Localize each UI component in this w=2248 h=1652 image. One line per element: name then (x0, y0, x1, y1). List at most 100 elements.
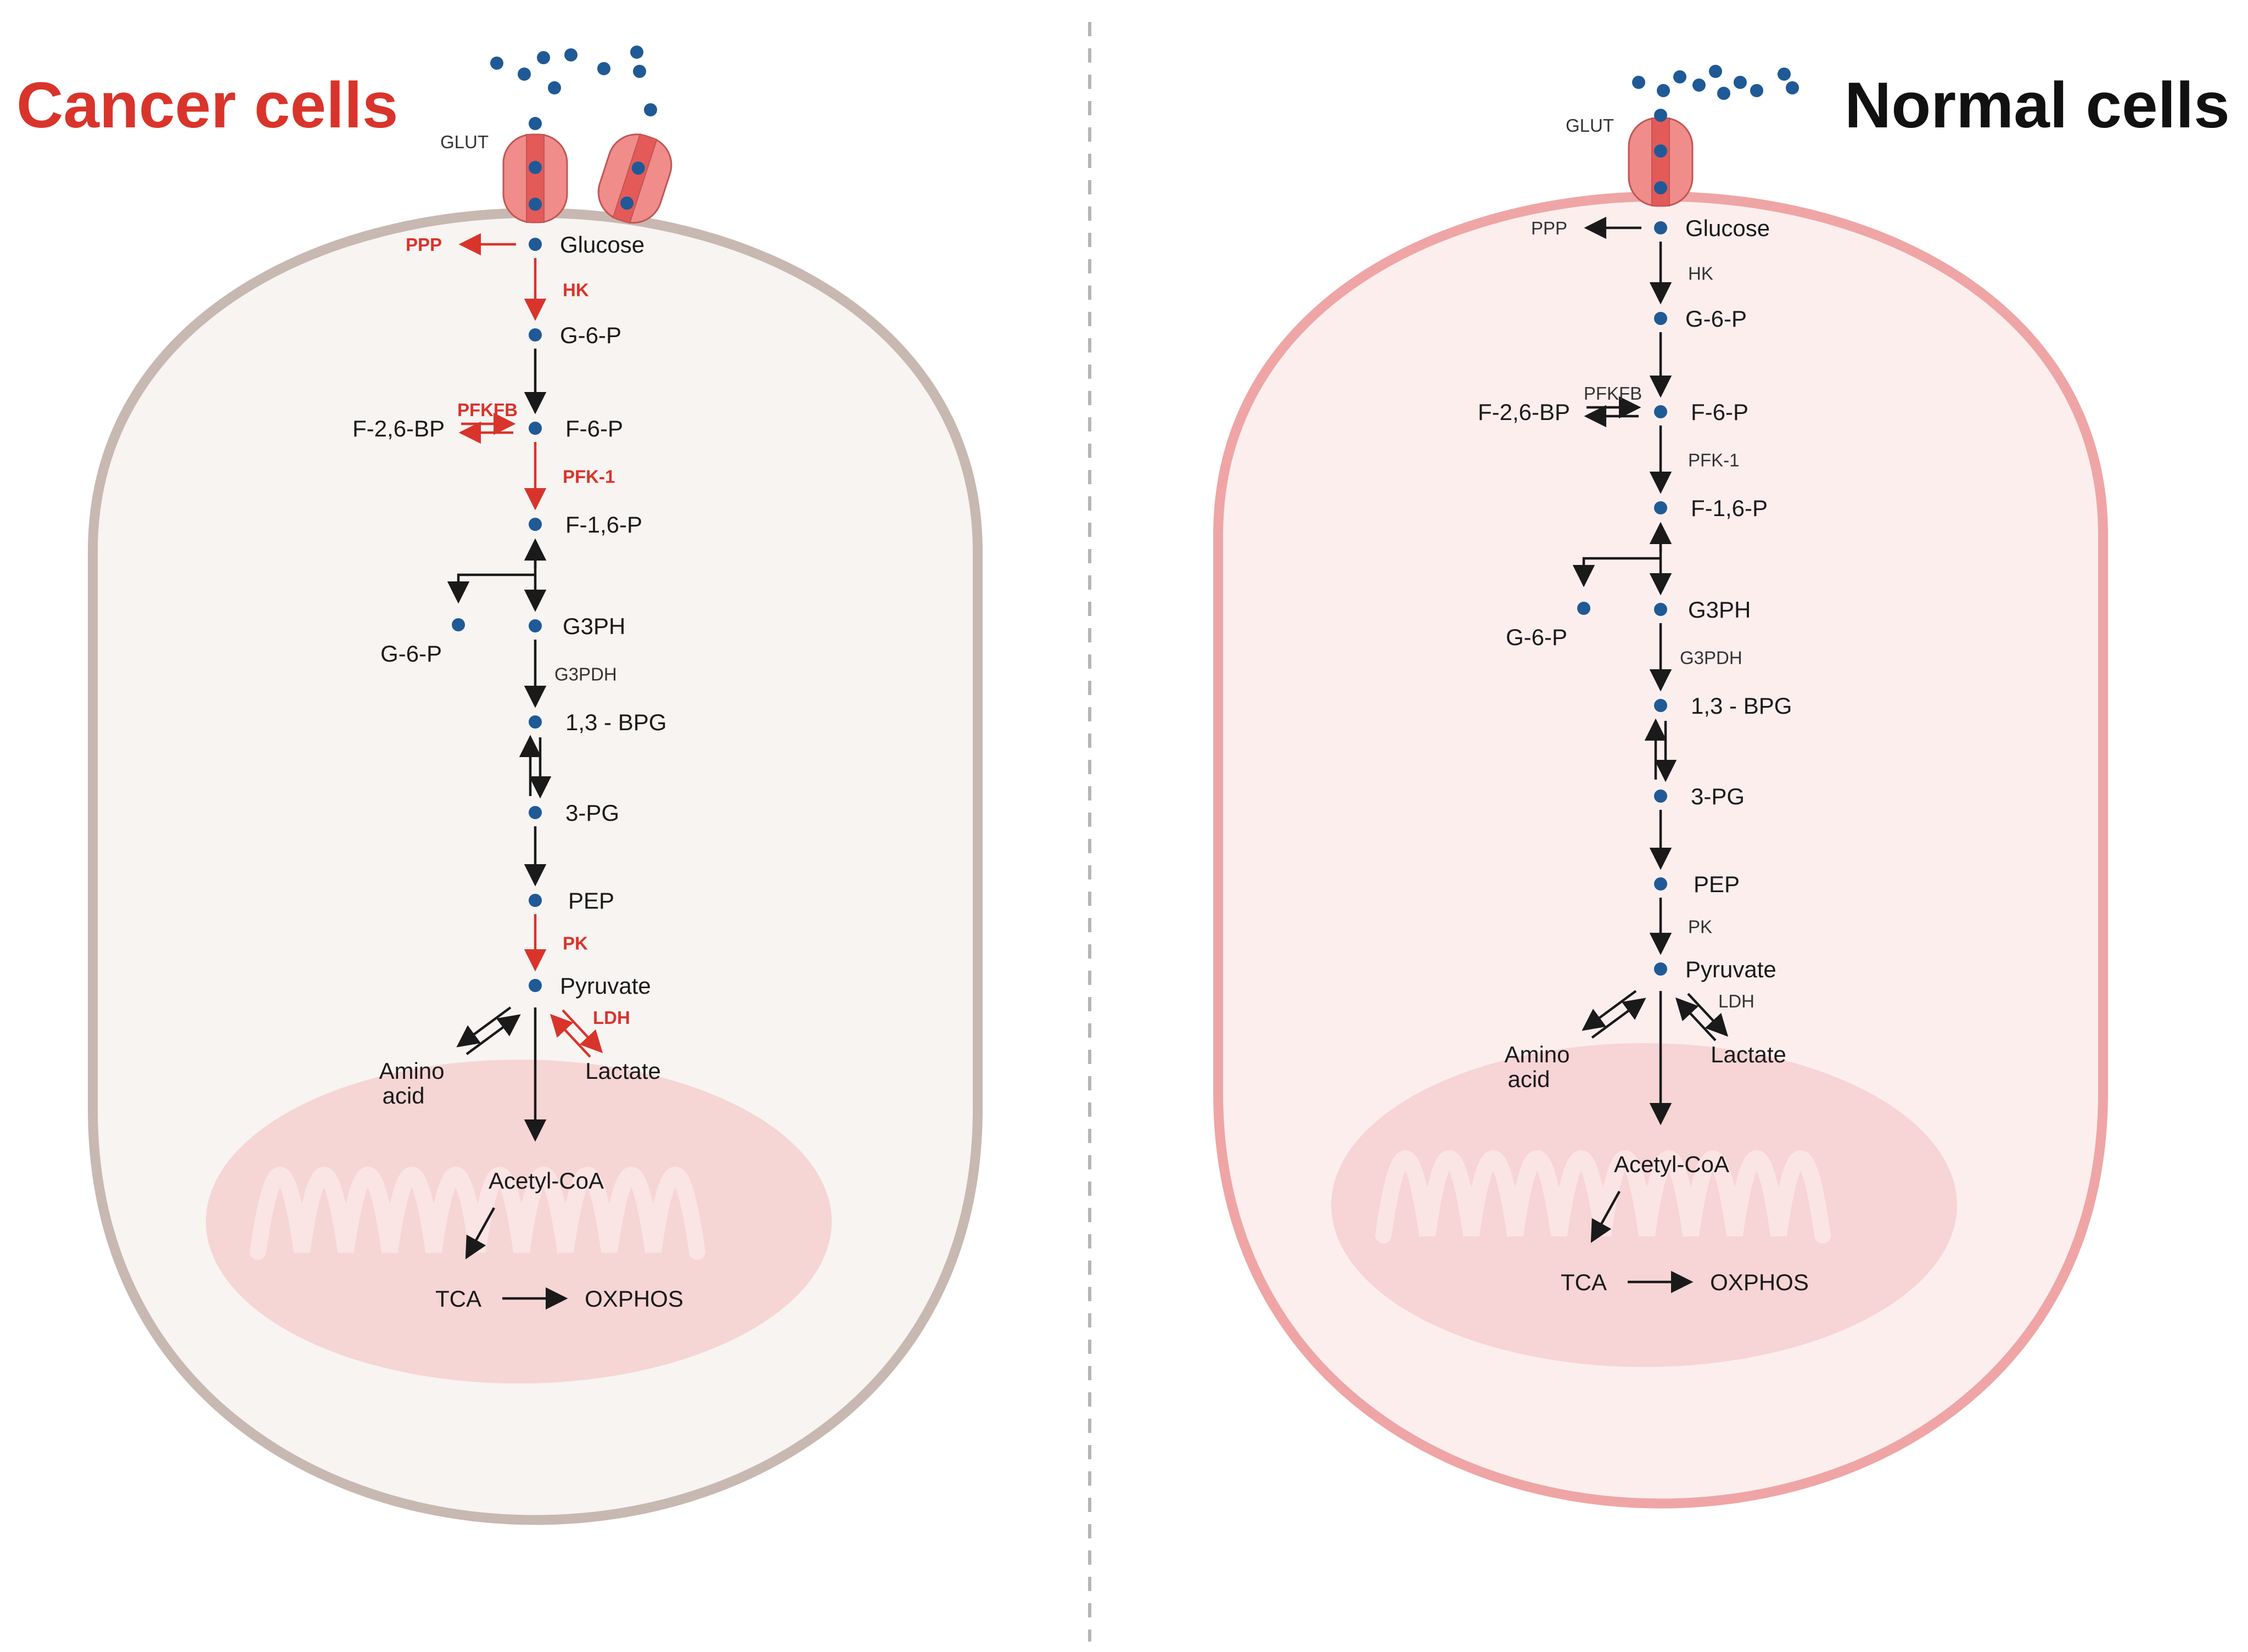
enzyme-pfkfb: PFKFB (1584, 383, 1642, 404)
arrow-acetyl-coa-to-tca (465, 1207, 495, 1259)
metabolite-pyruvate: Pyruvate (1685, 956, 1776, 982)
glut-label: GLUT (1566, 115, 1614, 136)
extracellular-glucose-dot (537, 51, 550, 64)
molecule-dot (529, 161, 542, 174)
molecule-dot (529, 518, 542, 531)
metabolite-g3ph: G3PH (563, 613, 625, 639)
extracellular-glucose-dot (564, 48, 578, 61)
enzyme-ldh: LDH (593, 1007, 630, 1028)
molecule-dot (529, 328, 542, 341)
molecule-dot (529, 422, 542, 435)
molecule-dot (529, 619, 542, 632)
molecule-dot (529, 806, 542, 819)
enzyme-pfk1: PFK-1 (563, 467, 615, 487)
molecule-dot (1654, 181, 1667, 194)
metabolite-3pg: 3-PG (1691, 783, 1745, 809)
metabolite-f16p: F-1,6-P (565, 512, 642, 537)
arrow-amino-acid-to-pyruvate (1591, 998, 1646, 1039)
molecule-dot (1577, 602, 1590, 615)
metabolite-oxphos: OXPHOS (585, 1286, 683, 1312)
enzyme-hk: HK (1688, 264, 1713, 284)
molecule-dot (529, 715, 542, 729)
panel-title: Normal cells (1845, 69, 2230, 142)
glut-label: GLUT (440, 132, 489, 152)
enzyme-pk: PK (563, 933, 588, 954)
metabolite-f16p: F-1,6-P (1691, 495, 1768, 521)
metabolite-tca: TCA (435, 1286, 481, 1312)
metabolite-acetyl-coa: Acetyl-CoA (1614, 1151, 1729, 1177)
arrow-branch-to-g6p (1572, 557, 1661, 587)
extracellular-glucose-dot (644, 103, 657, 116)
metabolite-g6p: G-6-P (1685, 306, 1747, 332)
extracellular-glucose-dot (597, 62, 610, 75)
glut-transporter-icon (597, 133, 672, 224)
molecule-dot (1654, 699, 1667, 712)
extracellular-glucose-dot (1709, 65, 1722, 78)
metabolite-3pg: 3-PG (565, 800, 619, 826)
molecule-dot (1654, 603, 1667, 616)
arrow-lactate-to-pyruvate (1675, 997, 1717, 1041)
extracellular-glucose-dot (1734, 76, 1747, 89)
enzyme-hk: HK (563, 280, 589, 300)
metabolite-acetyl-coa: Acetyl-CoA (489, 1168, 604, 1194)
metabolite-amino-acid: Amino (379, 1058, 444, 1084)
arrow-lactate-to-pyruvate (550, 1013, 591, 1058)
extracellular-glucose-dot (1692, 79, 1706, 92)
extracellular-glucose-dot (1786, 81, 1799, 94)
molecule-dot (1654, 962, 1667, 976)
pathway-ppp: PPP (406, 234, 442, 255)
arrow-branch-to-g6p (447, 573, 535, 604)
molecule-dot (529, 198, 542, 211)
metabolite-g6p: G-6-P (560, 322, 621, 348)
enzyme-pk: PK (1688, 917, 1712, 937)
extracellular-glucose-dot (1673, 70, 1686, 83)
metabolite-f6p: F-6-P (1691, 399, 1748, 425)
metabolite-tca: TCA (1561, 1269, 1607, 1295)
metabolite-g6p-branch: G-6-P (1506, 624, 1567, 650)
molecule-dot (529, 238, 542, 251)
metabolite-pep: PEP (568, 888, 614, 914)
extracellular-glucose-dot (633, 65, 646, 78)
extracellular-glucose-dot (1657, 84, 1670, 97)
arrow-pyruvate-to-amino-acid (1582, 990, 1637, 1031)
glut-transporter-icon (502, 133, 568, 223)
metabolite-f26bp: F-2,6-BP (352, 416, 445, 441)
metabolite-g3ph: G3PH (1688, 597, 1751, 623)
molecule-dot (1654, 877, 1667, 891)
arrow-pyruvate-to-amino-acid (456, 1006, 512, 1048)
metabolite-glucose: Glucose (560, 232, 644, 257)
metabolite-amino-acid-line2: acid (382, 1083, 424, 1108)
arrow-acetyl-coa-to-tca (1590, 1190, 1621, 1243)
molecule-dot (529, 979, 542, 992)
molecule-dot (620, 196, 634, 210)
molecule-dot (1654, 221, 1667, 234)
extracellular-glucose-dot (1778, 68, 1791, 81)
extracellular-glucose-dot (1717, 87, 1730, 100)
molecule-dot (452, 618, 465, 631)
metabolite-pep: PEP (1694, 871, 1740, 897)
molecule-dot (1654, 312, 1667, 325)
molecule-dot (1654, 405, 1667, 418)
enzyme-ldh: LDH (1718, 991, 1754, 1011)
pathway-ppp: PPP (1531, 218, 1567, 238)
cancer-cells-panel: Cancer cellsGLUTGlucoseHKG-6-PPPPF-6-PPF… (16, 46, 983, 1525)
molecule-dot (1654, 144, 1667, 158)
metabolite-glucose: Glucose (1685, 215, 1770, 241)
molecule-dot (1654, 501, 1667, 514)
metabolite-f26bp: F-2,6-BP (1478, 399, 1570, 425)
enzyme-g3pdh: G3PDH (1680, 648, 1742, 668)
arrow-amino-acid-to-pyruvate (466, 1014, 521, 1055)
enzyme-g3pdh: G3PDH (554, 664, 617, 685)
panel-title: Cancer cells (16, 69, 398, 142)
metabolite-amino-acid: Amino (1504, 1041, 1569, 1067)
metabolite-g6p-branch: G-6-P (380, 641, 442, 667)
metabolite-bpg: 1,3 - BPG (565, 709, 666, 735)
molecule-dot (1654, 789, 1667, 803)
extracellular-glucose-dot (1654, 109, 1667, 122)
extracellular-glucose-dot (630, 46, 643, 59)
metabolite-lactate: Lactate (585, 1058, 661, 1084)
extracellular-glucose-dot (1632, 76, 1645, 89)
metabolite-pyruvate: Pyruvate (560, 973, 651, 999)
